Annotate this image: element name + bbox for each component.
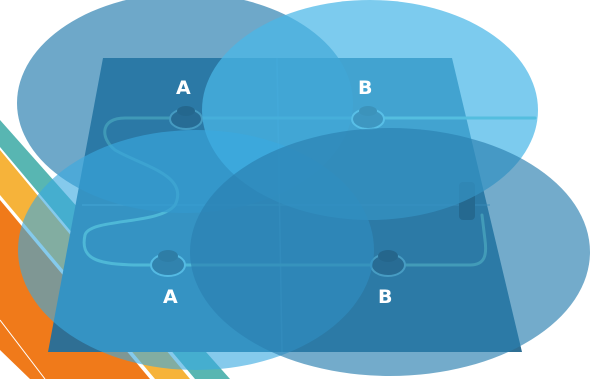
label-top-right: B [358, 77, 372, 99]
label-bottom-right: B [378, 286, 392, 308]
coverage-zone-bottom-right [190, 128, 590, 376]
corner-line [0, 319, 46, 379]
coverage-zones [17, 0, 590, 376]
label-bottom-left: A [163, 286, 178, 308]
label-top-left: A [176, 77, 191, 99]
